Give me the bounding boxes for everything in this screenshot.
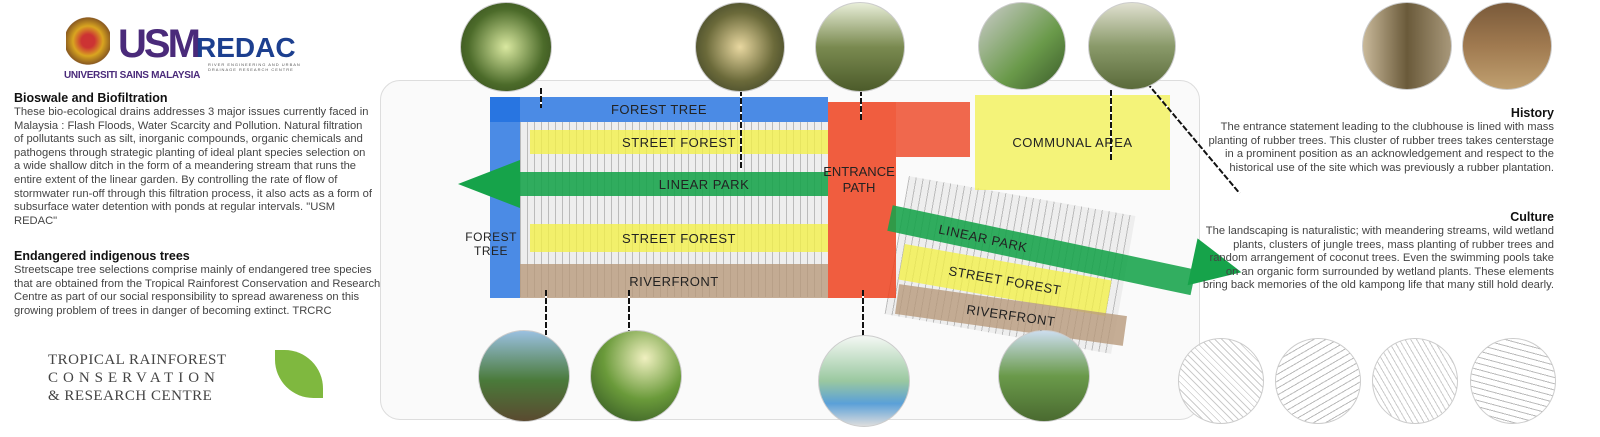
kampong-sketch-2 xyxy=(1275,338,1361,424)
street-forest-zone-2: STREET FOREST xyxy=(530,224,828,252)
leader-line xyxy=(628,290,630,335)
riverfront-walk-photo xyxy=(998,330,1090,422)
communal-area-zone: COMMUNAL AREA xyxy=(975,95,1170,190)
history-title: History xyxy=(1510,106,1554,120)
history-photo-1 xyxy=(1362,2,1452,90)
jungle-stream-photo xyxy=(590,330,682,422)
leaf-icon xyxy=(275,350,323,398)
label-riverfront-1: RIVERFRONT xyxy=(629,273,719,289)
walkway-photo xyxy=(1088,2,1176,90)
leader-line xyxy=(740,90,742,170)
label-forest-tree-side: FOREST TREE xyxy=(465,230,517,258)
riverfront-zone-1: RIVERFRONT xyxy=(520,264,828,298)
forest-photo xyxy=(460,2,552,92)
culture-text: The landscaping is naturalistic; with me… xyxy=(1202,225,1554,292)
usm-crest-icon xyxy=(66,16,110,66)
history-text: The entrance statement leading to the cl… xyxy=(1208,121,1554,174)
rubber-trees-photo xyxy=(815,2,905,92)
culture-title: Culture xyxy=(1510,210,1554,224)
trcrc-line-2: CONSERVATION xyxy=(48,370,220,386)
kampong-sketch-3 xyxy=(1372,338,1458,424)
forest-tree-zone-top: FOREST TREE xyxy=(490,97,828,122)
trees-title: Endangered indigenous trees xyxy=(14,249,190,263)
label-entrance-path: ENTRANCE PATH xyxy=(823,164,895,195)
leader-line xyxy=(540,88,542,108)
trcrc-line-1: TROPICAL RAINFOREST xyxy=(48,352,227,368)
leader-line xyxy=(860,90,862,120)
redac-subtitle: RIVER ENGINEERING AND URBAN DRAINAGE RES… xyxy=(208,62,301,72)
redac-logo: REDAC xyxy=(196,32,296,63)
label-communal-area: COMMUNAL AREA xyxy=(1012,135,1133,150)
forest-path-photo xyxy=(695,2,785,92)
bioswale-text: These bio-ecological drains addresses 3 … xyxy=(14,106,372,227)
label-street-forest-2: STREET FOREST xyxy=(622,230,736,246)
label-riverfront-2: RIVERFRONT xyxy=(965,301,1057,329)
trees-text: Streetscape tree selections comprise mai… xyxy=(14,264,381,317)
entrance-top-zone xyxy=(896,102,970,157)
trcrc-line-3: & RESEARCH CENTRE xyxy=(48,388,213,404)
coconut-trees-photo xyxy=(478,330,570,422)
kampong-sketch-1 xyxy=(1178,338,1264,424)
bioswale-title: Bioswale and Biofiltration xyxy=(14,91,168,105)
linear-park-photo xyxy=(978,2,1066,90)
label-forest-tree-top: FOREST TREE xyxy=(610,102,708,117)
label-street-forest-1: STREET FOREST xyxy=(622,134,736,150)
arrow-left-icon xyxy=(458,160,520,208)
usm-name: UNIVERSITI SAINS MALAYSIA xyxy=(64,70,201,81)
leader-line xyxy=(545,290,547,335)
kampong-sketch-4 xyxy=(1470,338,1556,424)
usm-logo: USM xyxy=(118,22,201,66)
bioswale-section-diagram xyxy=(818,335,910,427)
trcrc-logo-text: TROPICAL RAINFOREST CONSERVATION & RESEA… xyxy=(48,351,227,405)
leader-line xyxy=(862,290,864,340)
leader-line xyxy=(1110,90,1112,160)
linear-park-zone-1: LINEAR PARK xyxy=(520,172,828,196)
history-photo-2 xyxy=(1462,2,1552,90)
street-forest-zone-1: STREET FOREST xyxy=(530,130,828,154)
label-linear-park-1: LINEAR PARK xyxy=(658,176,750,192)
entrance-path-zone xyxy=(828,102,896,298)
